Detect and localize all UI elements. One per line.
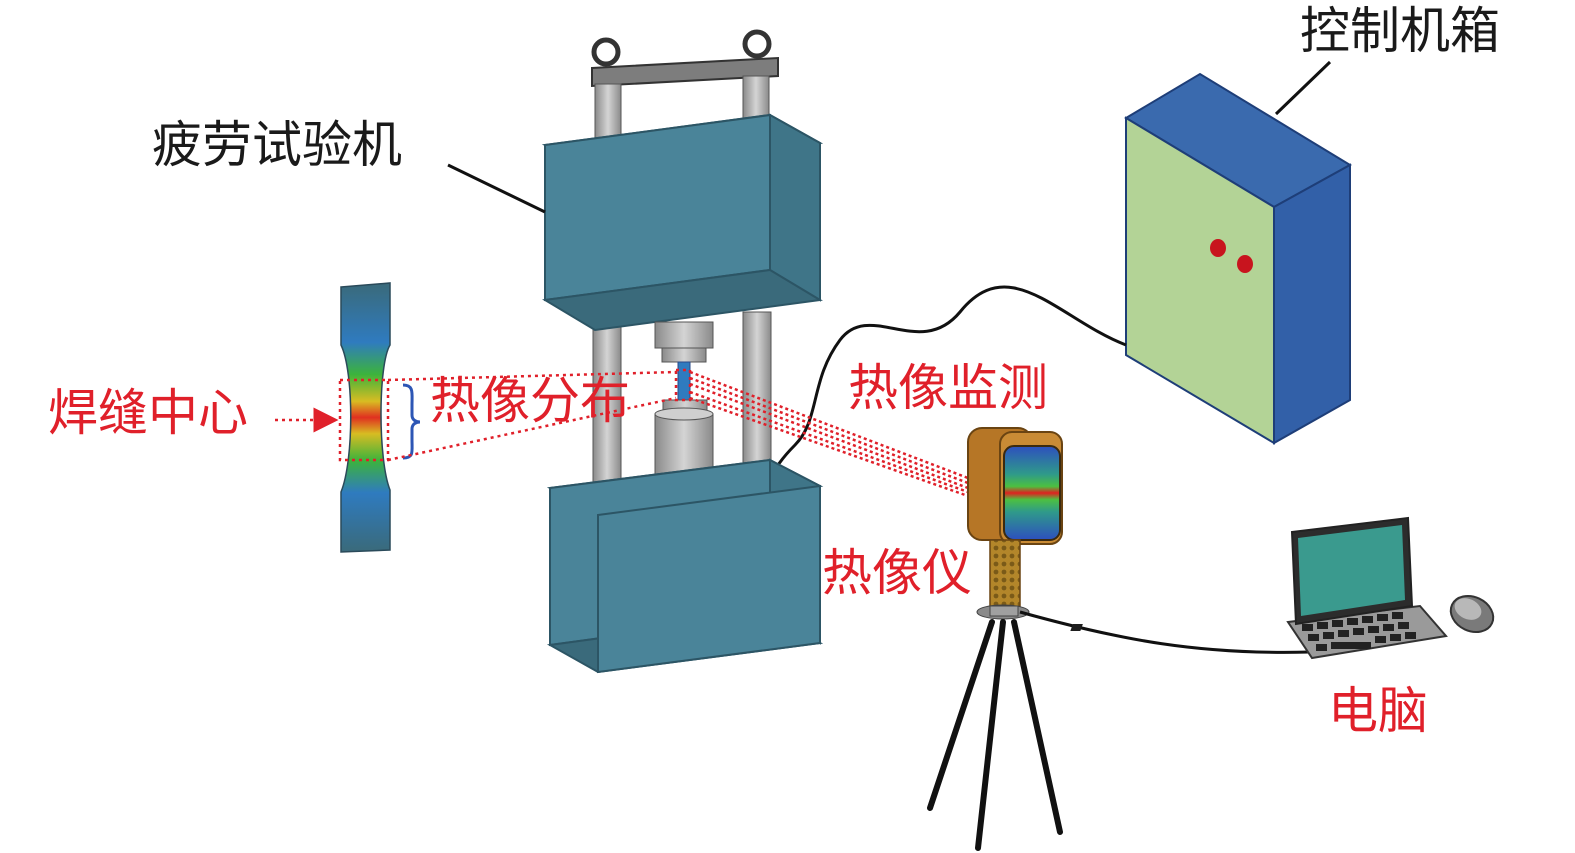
monitoring-beam (689, 370, 969, 498)
cabinet-cable (773, 285, 1127, 471)
label-weld-center: 焊缝中心 (48, 384, 248, 442)
specimen-thermal-map (340, 282, 391, 553)
cabinet-button-1[interactable] (1210, 239, 1226, 257)
cabinet-button-2[interactable] (1237, 255, 1253, 273)
label-thermal-camera: 热像仪 (822, 544, 972, 602)
label-thermal-monitoring: 热像监测 (848, 359, 1048, 417)
thermal-camera (967, 427, 1063, 620)
mouse (1449, 595, 1495, 633)
fatigue-testing-machine (541, 29, 824, 674)
keyboard (1302, 612, 1416, 651)
label-control-cabinet: 控制机箱 (1300, 2, 1500, 60)
machine-leader-line (447, 163, 546, 214)
label-computer: 电脑 (1328, 682, 1428, 740)
label-thermal-distribution: 热像分布 (430, 372, 630, 430)
tripod (927, 619, 1063, 851)
weld-zone-box (338, 378, 390, 462)
camera-cable (1019, 610, 1311, 654)
label-fatigue-machine: 疲劳试验机 (152, 116, 402, 174)
camera-screen (1003, 445, 1061, 541)
cabinet-leader-line (1274, 60, 1332, 116)
laptop-screen (1298, 525, 1405, 616)
laptop (1070, 516, 1448, 660)
bracket-icon (402, 383, 421, 460)
control-cabinet (1124, 72, 1352, 445)
